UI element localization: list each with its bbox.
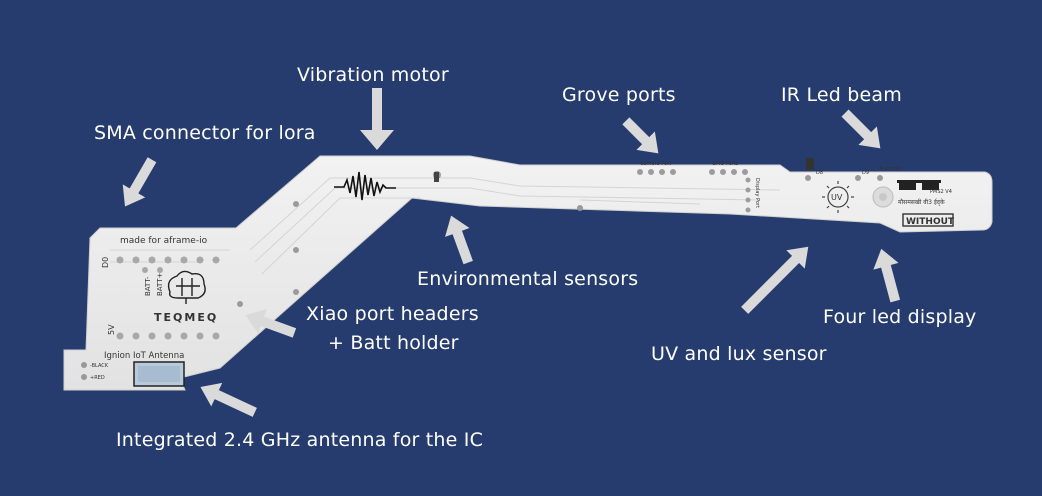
d8-label: D8	[816, 170, 823, 176]
5v-label: 5V	[107, 324, 116, 335]
arrow-four-led	[873, 248, 901, 303]
uv-sun-icon	[822, 181, 854, 213]
display-port-label: Display Port	[754, 178, 760, 208]
display-port-pins	[745, 177, 751, 213]
label-xiao-port-headers: Xiao port headers	[306, 303, 479, 325]
batt-minus-label: BATT-	[144, 276, 152, 296]
brand-label: TEQMEQ	[154, 311, 218, 324]
label-four-led-display: Four led display	[823, 306, 977, 328]
arrow-grove	[622, 117, 659, 154]
label-environmental-sensors: Environmental sensors	[417, 268, 639, 290]
pin-header-top	[116, 256, 220, 273]
teqmeq-brain-icon	[167, 270, 206, 304]
ir-led-component	[806, 158, 814, 170]
red-wire-label: +RED	[90, 375, 105, 381]
arrow-antenna	[200, 382, 257, 417]
d8-pad	[805, 175, 811, 181]
arrow-uv	[741, 246, 809, 314]
made-for-label: made for aframe-io	[120, 236, 208, 246]
version-label: PMS2 V4	[930, 189, 952, 195]
arrow-vibration	[360, 88, 394, 150]
label-sma-connector: SMA connector for lora	[94, 122, 316, 144]
without-box	[902, 213, 954, 227]
arrow-xiao	[245, 309, 297, 338]
ignion-label: Ignion IoT Antenna	[104, 351, 184, 361]
d9-pad	[855, 175, 861, 181]
pcb-traces	[110, 177, 781, 275]
sunglasses-icon	[897, 180, 941, 190]
arrow-ir	[841, 109, 881, 149]
red-wire-pad	[81, 374, 87, 380]
black-wire-pad	[81, 362, 87, 368]
pcb-board	[63, 155, 993, 391]
label-ir-led-beam: IR Led beam	[781, 84, 902, 106]
label-grove-ports: Grove ports	[562, 84, 676, 106]
label-batt-holder: + Batt holder	[328, 332, 459, 354]
label-uv-lux-sensor: UV and lux sensor	[651, 343, 827, 365]
without-label: WITHOUT	[906, 217, 955, 227]
gpio-ports-label: GPIO Ports	[712, 161, 739, 167]
env-sensor-chip	[434, 172, 439, 182]
grove-camera-port-pins	[637, 169, 676, 175]
camera-port-label: Camera Port	[640, 161, 671, 167]
black-wire-label: -BLACK	[90, 363, 109, 369]
uv-mark-label: UV	[831, 193, 843, 202]
hindi-label: मौसमसखी वी3 ईद्के	[898, 198, 945, 206]
label-vibration-motor: Vibration motor	[297, 64, 449, 86]
label-integrated-antenna: Integrated 2.4 GHz antenna for the IC	[116, 429, 484, 451]
d9-label: D9	[862, 170, 869, 176]
batt-plus-label: BATT+	[156, 273, 164, 296]
ir-control-label: IR control	[878, 166, 902, 172]
ir-pad	[877, 175, 883, 181]
pin-header-bottom	[116, 332, 220, 340]
d0-label: D0	[101, 257, 110, 268]
arrow-env	[445, 215, 473, 265]
vibration-waveform-icon	[334, 171, 396, 201]
grove-gpio-port-pins	[709, 169, 748, 175]
callout-arrows	[122, 88, 901, 417]
arrow-sma	[122, 157, 157, 207]
